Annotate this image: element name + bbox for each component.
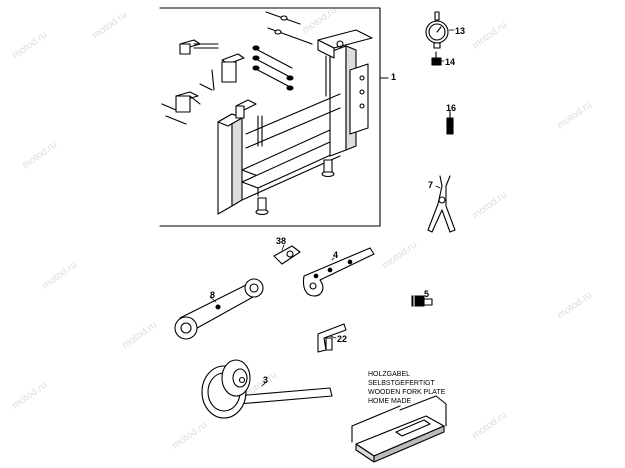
holding-bracket-icon — [317, 323, 347, 353]
flywheel-holder-icon — [201, 359, 333, 419]
callout-7: 7 — [428, 180, 434, 190]
extractor-bolt-icon — [411, 295, 433, 307]
valve-tool-icon — [446, 111, 454, 135]
circlip-pliers-icon — [427, 175, 456, 233]
pin-wrench-icon — [302, 247, 375, 297]
callout-38: 38 — [276, 236, 287, 246]
pressure-gauge-icon — [425, 11, 449, 49]
note-line-4: HOME MADE — [368, 398, 412, 405]
callout-3: 3 — [263, 375, 269, 385]
callout-14: 14 — [445, 57, 456, 67]
callout-4: 4 — [333, 250, 339, 260]
double-ring-spanner-icon — [174, 278, 264, 340]
callout-5: 5 — [424, 289, 430, 299]
leader-lines — [209, 29, 455, 387]
wooden-fork-plate-icon — [351, 395, 447, 463]
note-line-2: SELBSTGEFERTIGT — [368, 380, 435, 387]
wooden-fork-plate-note: HOLZGABEL SELBSTGEFERTIGT WOODEN FORK PL… — [368, 370, 445, 406]
callout-22: 22 — [337, 334, 348, 344]
adapter-nipple-icon — [431, 51, 442, 66]
hook-wrench-icon — [273, 245, 301, 265]
callout-8: 8 — [210, 290, 216, 300]
fork-stand-assembly-icon — [161, 11, 373, 216]
assembly-frame — [159, 7, 389, 227]
callout-1: 1 — [391, 72, 397, 82]
callout-13: 13 — [455, 26, 466, 36]
note-line-3: WOODEN FORK PLATE — [368, 389, 446, 396]
callout-16: 16 — [446, 103, 457, 113]
note-line-1: HOLZGABEL — [368, 371, 411, 378]
